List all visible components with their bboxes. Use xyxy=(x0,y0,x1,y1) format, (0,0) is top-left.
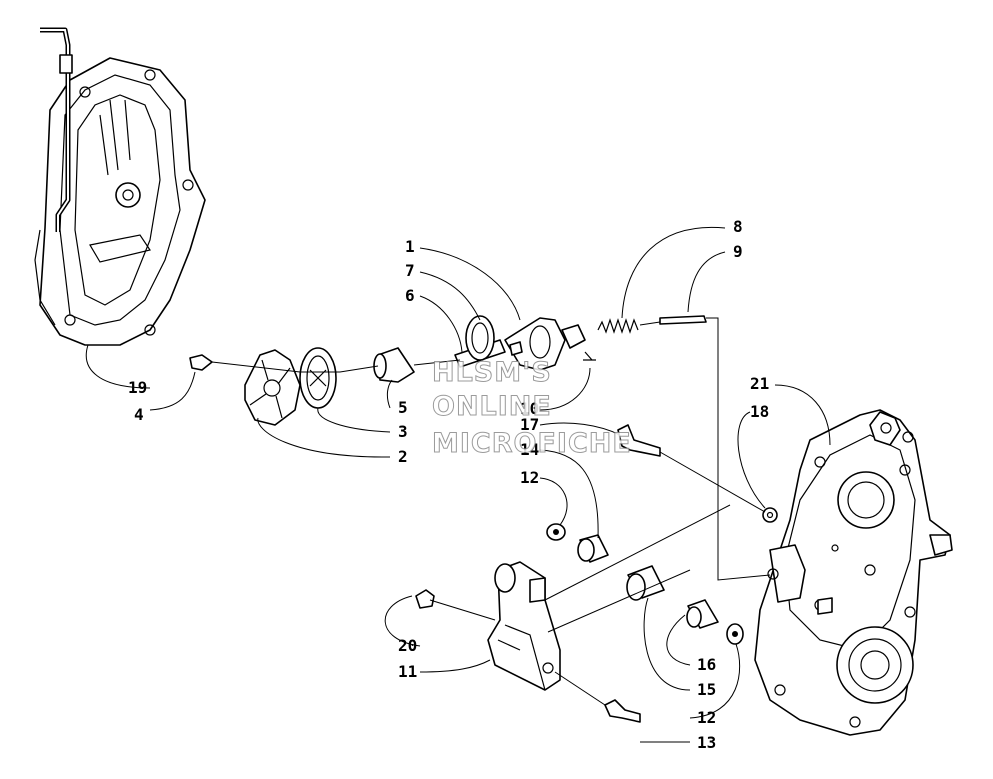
callout-5: 5 xyxy=(398,398,408,417)
watermark-line-2: ONLINE xyxy=(432,391,552,422)
callout-10: 10 xyxy=(520,399,539,418)
callout-20: 19 xyxy=(128,378,147,397)
callout-8: 8 xyxy=(733,217,743,236)
callout-1: 1 xyxy=(405,237,415,256)
callout-21: 21 xyxy=(750,374,769,393)
washer-18-drawing xyxy=(762,507,778,523)
callout-18: 18 xyxy=(750,402,769,421)
callout-11: 11 xyxy=(398,662,417,681)
callout-3: 3 xyxy=(398,422,408,441)
callout-2: 2 xyxy=(398,447,408,466)
callout-4: 4 xyxy=(134,405,144,424)
spring-and-pin-drawing xyxy=(597,315,707,334)
bracket-drawing xyxy=(487,561,561,691)
callout-14: 15 xyxy=(697,680,716,699)
explosion-lines xyxy=(211,317,771,706)
callout-9: 9 xyxy=(733,242,743,261)
callout-17: 13 xyxy=(697,733,716,752)
callout-19: 20 xyxy=(398,636,417,655)
sleeve-drawing xyxy=(373,347,415,383)
reverse-cap-drawing xyxy=(189,349,301,426)
watermark: HLSM'S ONLINE MICROFICHE xyxy=(432,357,632,460)
callout-16: 17 xyxy=(520,415,539,434)
callout-7: 7 xyxy=(405,261,415,280)
bushings-drawing xyxy=(546,523,744,645)
shift-assembly-drawing xyxy=(454,315,596,371)
chaincase-housing-drawing xyxy=(754,409,953,736)
callout-leaders xyxy=(85,226,831,743)
callout-6: 6 xyxy=(405,286,415,305)
watermark-line-1: HLSM'S xyxy=(432,357,552,388)
callout-13: 14 xyxy=(520,440,539,459)
callout-12-top: 12 xyxy=(520,468,539,487)
watermark-line-3: MICROFICHE xyxy=(432,428,632,459)
callout-15: 16 xyxy=(697,655,716,674)
ring-drawing xyxy=(299,347,337,409)
callout-labels: 19 4 1 7 6 8 9 10 5 3 2 17 14 12 21 18 1… xyxy=(128,217,769,752)
callout-12-bottom: 12 xyxy=(697,708,716,727)
chaincase-cover-drawing xyxy=(34,27,206,346)
